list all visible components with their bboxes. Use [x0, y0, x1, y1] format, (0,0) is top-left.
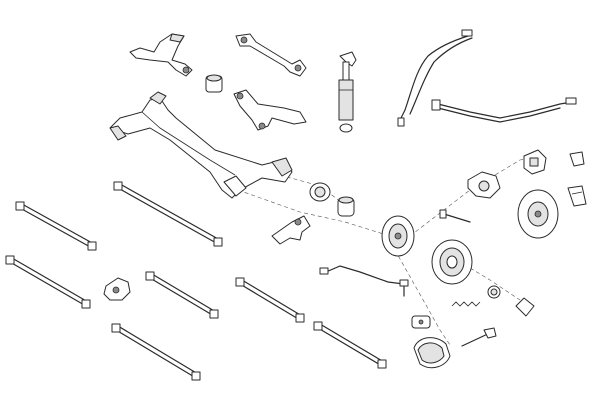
brake-drum [431, 239, 473, 285]
brake-drum-backplate [381, 215, 415, 257]
hub-spacer [337, 196, 355, 217]
wheel-hub-carrier [467, 171, 501, 199]
grease-cap [515, 297, 535, 317]
brake-disc [517, 189, 559, 239]
handbrake-cable-long [397, 29, 473, 127]
axle-bushing [205, 74, 223, 93]
brake-caliper [523, 149, 547, 175]
adjuster-bolt [439, 209, 471, 223]
tie-rod-left-long [15, 201, 97, 251]
caliper-clip [569, 151, 585, 167]
link-rod-right-lower [313, 321, 387, 369]
rear-axle-beam [109, 91, 293, 199]
axle-mount-bracket [271, 215, 311, 245]
hub-cap [487, 285, 501, 299]
handbrake-cable-short [431, 97, 577, 123]
link-rod-diagonal [113, 181, 223, 247]
brake-pad-clip [567, 185, 587, 207]
panhard-rod [235, 33, 307, 77]
return-spring [451, 301, 481, 307]
brake-shoe-set [413, 337, 451, 369]
lower-control-arm [233, 89, 307, 131]
tie-rod-left-short [5, 255, 91, 309]
wheel-bearing [309, 182, 331, 202]
shock-absorber [338, 51, 357, 133]
link-rod-lower [111, 323, 201, 381]
trailing-arm-bracket [129, 33, 193, 77]
brake-hose-line [319, 265, 409, 297]
link-rod-right [235, 277, 305, 323]
link-rod-center [145, 271, 219, 319]
adjuster-strut [461, 327, 497, 347]
stabilizer-link-bracket [103, 277, 131, 301]
wheel-cylinder [411, 315, 431, 329]
